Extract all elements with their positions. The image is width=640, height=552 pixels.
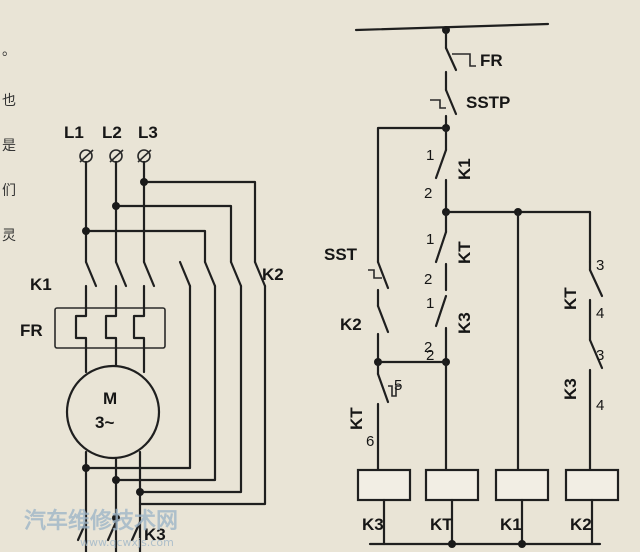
phase-label-l3: L3 [138,123,158,142]
thermal-relay-elements [74,304,146,352]
coil-kt [424,468,480,502]
label-k3-nc: K3 [455,312,474,334]
label-stop-button: SSTP [466,93,510,112]
label-k1-power: K1 [30,275,52,294]
kt-right-terminal-4: 4 [596,305,604,322]
coil-label-k1: K1 [500,515,522,534]
label-k2-interlock: K2 [340,315,362,334]
supply-terminals [79,149,152,163]
k3-terminal-1: 1 [426,295,434,312]
kt-right-terminal-3: 3 [596,257,604,274]
phase-label-l1: L1 [64,123,84,142]
k2-main-contacts [178,260,267,288]
k3-mid-terminal: 2 [426,347,434,364]
coil-k1 [494,468,550,502]
label-k2-power: K2 [262,265,284,284]
coil-label-k2: K2 [570,515,592,534]
margin-mark-2: 也 [2,93,16,109]
label-fr-power: FR [20,321,43,340]
control-circuit: FR SSTP 1 2 K1 1 2 KT 1 2 [324,22,620,548]
k1-terminal-2: 2 [424,185,432,202]
kt-terminal-1: 1 [426,231,434,248]
k3-terminal-2: 2 [424,339,432,356]
margin-text: 。 也 是 们 灵 [2,43,16,244]
coil-k2 [564,468,620,502]
label-kt-delay: KT [347,407,366,430]
k1-terminal-1: 1 [426,147,434,164]
thermal-relay-box [54,307,166,349]
coils [356,468,620,502]
k3-right-terminal-3: 3 [596,347,604,364]
motor-label: M [103,389,117,408]
label-k1-aux: K1 [455,158,474,180]
kt-delay-terminal-5: 5 [394,377,402,394]
label-fr-control: FR [480,51,503,70]
motor-symbol [65,364,161,460]
coil-label-k3: K3 [362,515,384,534]
margin-mark-4: 们 [2,183,16,199]
phase-label-l2: L2 [102,123,122,142]
coil-k3 [356,468,412,502]
start-button-contact [368,260,390,308]
margin-mark-1: 。 [2,43,16,59]
control-supply-bus [354,22,550,32]
label-start-button: SST [324,245,358,264]
watermark-text: 汽车维修技术网 [24,508,178,534]
label-k3-power: K3 [144,525,166,544]
fr-nc-contact [444,46,476,92]
kt-delay-terminal-6: 6 [366,433,374,450]
margin-mark-3: 是 [2,138,16,154]
label-kt-right: KT [561,287,580,310]
watermark-url: www.qcwxjs.com [80,536,174,549]
stop-button-contact [430,88,458,130]
margin-mark-5: 灵 [2,228,16,244]
coil-label-kt: KT [430,515,453,534]
motor-phase: 3~ [95,413,114,432]
power-circuit: L1 L2 L3 [20,123,284,552]
kt-terminal-2: 2 [424,271,432,288]
label-k3-right: K3 [561,378,580,400]
watermark: 汽车维修技术网 www.qcwxjs.com [24,508,178,549]
label-kt-nc: KT [455,241,474,264]
k3-star-contacts [76,514,142,542]
k1-main-contacts [84,260,156,308]
k3-right-terminal-4: 4 [596,397,604,414]
